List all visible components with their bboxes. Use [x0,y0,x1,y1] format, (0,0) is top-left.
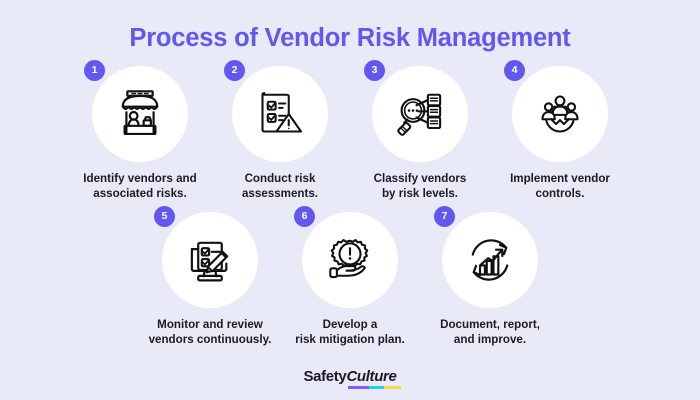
step-2-number-badge: 2 [224,60,245,81]
logo-inner: SafetyCulture [304,368,402,389]
step-1-icon-container: 1 [84,60,188,162]
logo-underline-segment-yellow [384,386,402,389]
step-6[interactable]: 6 Develop a risk mitigation plan. [280,206,420,348]
steps-row-2: 5 [0,206,700,348]
logo-word-culture: Culture [346,368,397,385]
step-2-caption: Conduct risk assessments. [241,172,319,201]
step-5[interactable]: 5 [140,206,280,348]
logo-underline-icon [347,386,402,389]
step-4-caption: Implement vendor controls. [510,172,610,201]
step-3-caption: Classify vendors by risk levels. [373,172,467,201]
step-1[interactable]: 1 [70,60,210,202]
growth-chart-cycle-icon [442,212,538,308]
safetyculture-logo: SafetyCulture [0,368,700,389]
step-7-number-badge: 7 [434,206,455,227]
step-5-caption: Monitor and review vendors continuously. [148,318,272,347]
logo-word-safety: Safety [303,368,347,385]
step-1-number-badge: 1 [84,60,105,81]
market-stall-vendor-icon [92,66,188,162]
step-5-number-badge: 5 [154,206,175,227]
step-5-icon-container: 5 [154,206,258,308]
step-1-caption: Identify vendors and associated risks. [83,172,197,201]
step-2[interactable]: 2 [210,60,350,202]
step-3-number-badge: 3 [364,60,385,81]
step-7-caption: Document, report, and improve. [440,318,540,347]
step-4-icon-container: 4 [504,60,608,162]
step-6-icon-container: 6 [294,206,398,308]
hand-gear-alert-icon [302,212,398,308]
step-4[interactable]: 4 Implement vendor controls. [490,60,630,202]
monitor-checklist-pencil-icon [162,212,258,308]
logo-underline-segment-cyan [369,386,385,389]
logo-underline-segment-purple [347,386,370,389]
step-2-icon-container: 2 [224,60,328,162]
step-3[interactable]: 3 [350,60,490,202]
checklist-warning-icon [232,66,328,162]
people-gear-icon [512,66,608,162]
logo-wordmark: SafetyCulture [304,368,397,385]
step-6-caption: Develop a risk mitigation plan. [295,318,405,347]
step-6-number-badge: 6 [294,206,315,227]
magnifier-documents-icon [372,66,468,162]
page-title: Process of Vendor Risk Management [129,24,571,52]
steps-row-1: 1 [0,60,700,202]
step-4-number-badge: 4 [504,60,525,81]
step-7[interactable]: 7 Document, report, and improv [420,206,560,348]
step-3-icon-container: 3 [364,60,468,162]
step-7-icon-container: 7 [434,206,538,308]
